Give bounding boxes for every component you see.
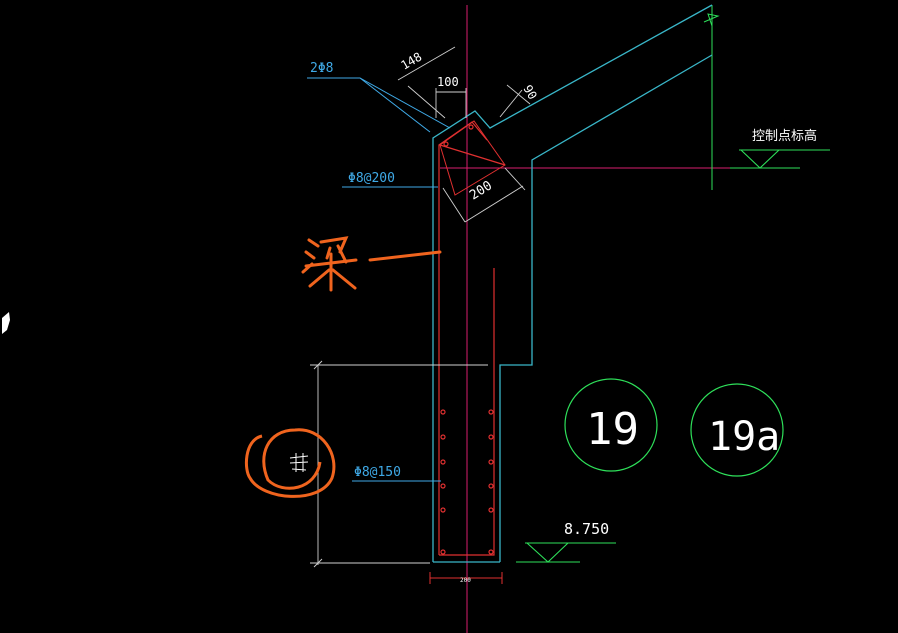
handwritten-circle-mark [244,428,336,498]
right-break-line [703,5,720,190]
dimension-lines [310,46,531,568]
rebar-lines [429,120,506,584]
axis-bubble-19a-label: 19a [708,414,780,460]
rebar-top-label: 2Φ8 [310,61,333,76]
dimension-200-bottom-label: 200 [460,577,471,584]
dimension-148-label: 148 [399,50,425,73]
elevation-mark-top [730,149,830,169]
leader-lines [307,77,451,482]
elevation-label: 8.750 [564,520,609,538]
elevation-mark-bottom [516,542,616,563]
axis-bubble-19-label: 19 [586,404,639,455]
dimension-90-label: 90 [520,83,539,103]
axis-bubble-19a [690,383,784,477]
stirrup-top-label: Φ8@200 [348,171,395,186]
rebar-dots [440,124,494,555]
dimension-200-diag-label: 200 [467,178,495,203]
handwritten-beam-label: 梁一 [300,285,302,288]
grid-axis-lines [440,5,770,633]
handwritten-beam-strokes [301,236,442,292]
stirrup-bottom-label: Φ8@150 [354,465,401,480]
control-elevation-label: 控制点标高 [752,128,817,144]
concrete-outline [432,4,713,563]
dimension-100-label: 100 [437,75,459,89]
axis-bubble-19 [564,378,658,472]
small-detail-glyph [289,453,309,472]
cursor-fragment [2,312,10,334]
